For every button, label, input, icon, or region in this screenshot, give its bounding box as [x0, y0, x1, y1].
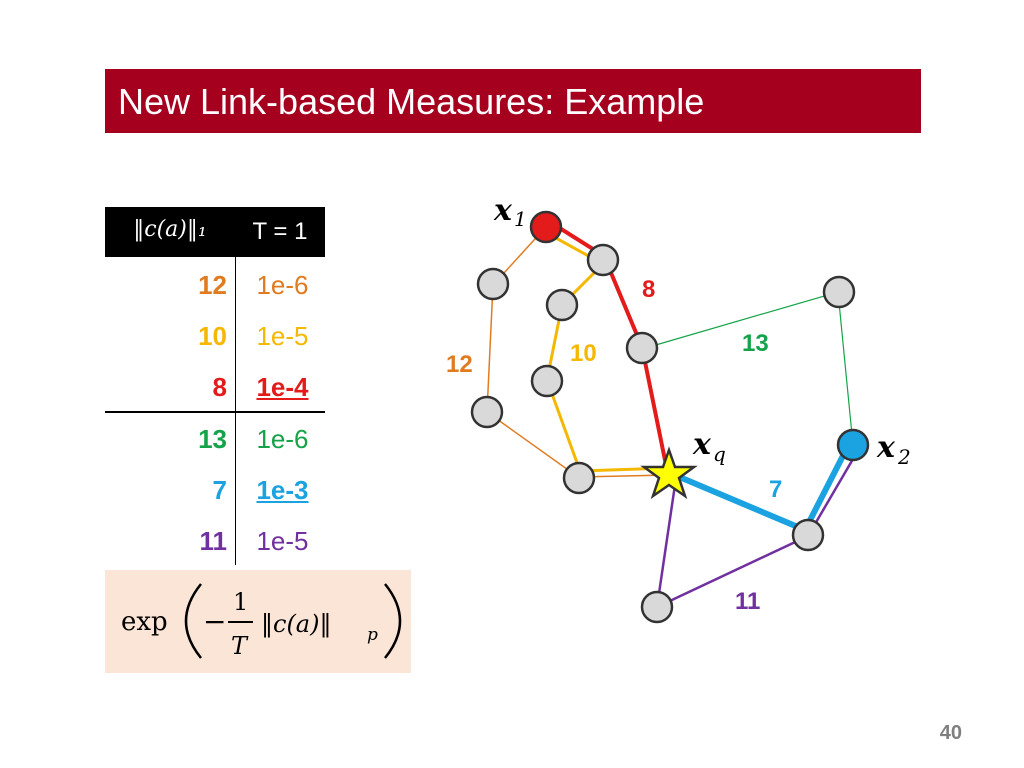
table-row-score: 1e-5 — [256, 321, 309, 351]
label-xq-sub: q — [713, 442, 726, 466]
label-x1: x — [493, 193, 513, 228]
path-label-8: 8 — [642, 276, 655, 303]
node-x1 — [529, 210, 563, 244]
edge-green — [641, 291, 854, 446]
node — [822, 275, 856, 309]
node-labels: x 1 x 2 x q — [493, 193, 911, 469]
slide-title: New Link-based Measures: Example — [118, 81, 705, 122]
node — [470, 395, 504, 429]
table-row-score: 1e-4 — [256, 372, 309, 402]
formula-left-paren — [184, 583, 202, 659]
node — [791, 518, 825, 552]
node — [625, 331, 659, 365]
node — [586, 243, 620, 277]
formula-right-paren — [384, 583, 402, 659]
table-row-score: 1e-5 — [256, 526, 309, 556]
query-star-icon — [640, 446, 698, 500]
path-label-11: 11 — [735, 588, 760, 615]
label-x2-sub: 2 — [897, 445, 911, 469]
table-row-cost: 10 — [198, 321, 227, 351]
label-xq: x — [692, 427, 712, 462]
table-header: ‖c(a)‖₁ T = 1 — [105, 207, 325, 257]
node — [545, 288, 579, 322]
path-label-13: 13 — [742, 330, 769, 357]
table-row-cost: 7 — [212, 475, 227, 505]
table-row-cost: 8 — [212, 372, 227, 402]
formula-subscript: p — [367, 625, 378, 645]
path-label-7: 7 — [769, 476, 782, 503]
formula-norm: ‖c(a)‖ — [261, 610, 331, 639]
label-x1-sub: 1 — [514, 207, 527, 231]
formula-denominator: T — [231, 632, 249, 660]
header-norm: ‖c(a)‖₁ — [133, 217, 207, 242]
path-label-10: 10 — [570, 340, 597, 367]
edge-purple — [655, 446, 862, 610]
formula-numerator: 1 — [233, 588, 248, 616]
path-labels: 8 13 10 12 7 11 — [446, 276, 782, 615]
nodes — [470, 210, 870, 624]
table-row-cost: 11 — [199, 526, 228, 556]
header-temperature: T = 1 — [252, 218, 308, 245]
node — [562, 461, 596, 495]
title-bar: New Link-based Measures: Example — [105, 69, 921, 133]
table-row-cost: 13 — [198, 424, 227, 454]
node — [640, 590, 674, 624]
formula-box: exp − 1 T ‖c(a)‖ p — [105, 570, 411, 673]
table-row-score: 1e-6 — [256, 270, 309, 300]
path-label-12: 12 — [446, 351, 473, 378]
table-row-score: 1e-3 — [256, 475, 309, 505]
node — [530, 364, 564, 398]
formula-minus: − — [203, 605, 226, 638]
table-row-cost: 12 — [198, 270, 227, 300]
table-horizontal-divider — [105, 411, 325, 413]
formula-exp: exp — [121, 607, 168, 637]
page-number: 40 — [939, 722, 962, 744]
node — [476, 267, 510, 301]
formula: exp − 1 T ‖c(a)‖ p — [121, 583, 402, 660]
label-x2: x — [876, 430, 896, 465]
edge-red — [548, 220, 669, 471]
node-x2 — [836, 428, 870, 462]
table-row-score: 1e-6 — [256, 424, 309, 454]
